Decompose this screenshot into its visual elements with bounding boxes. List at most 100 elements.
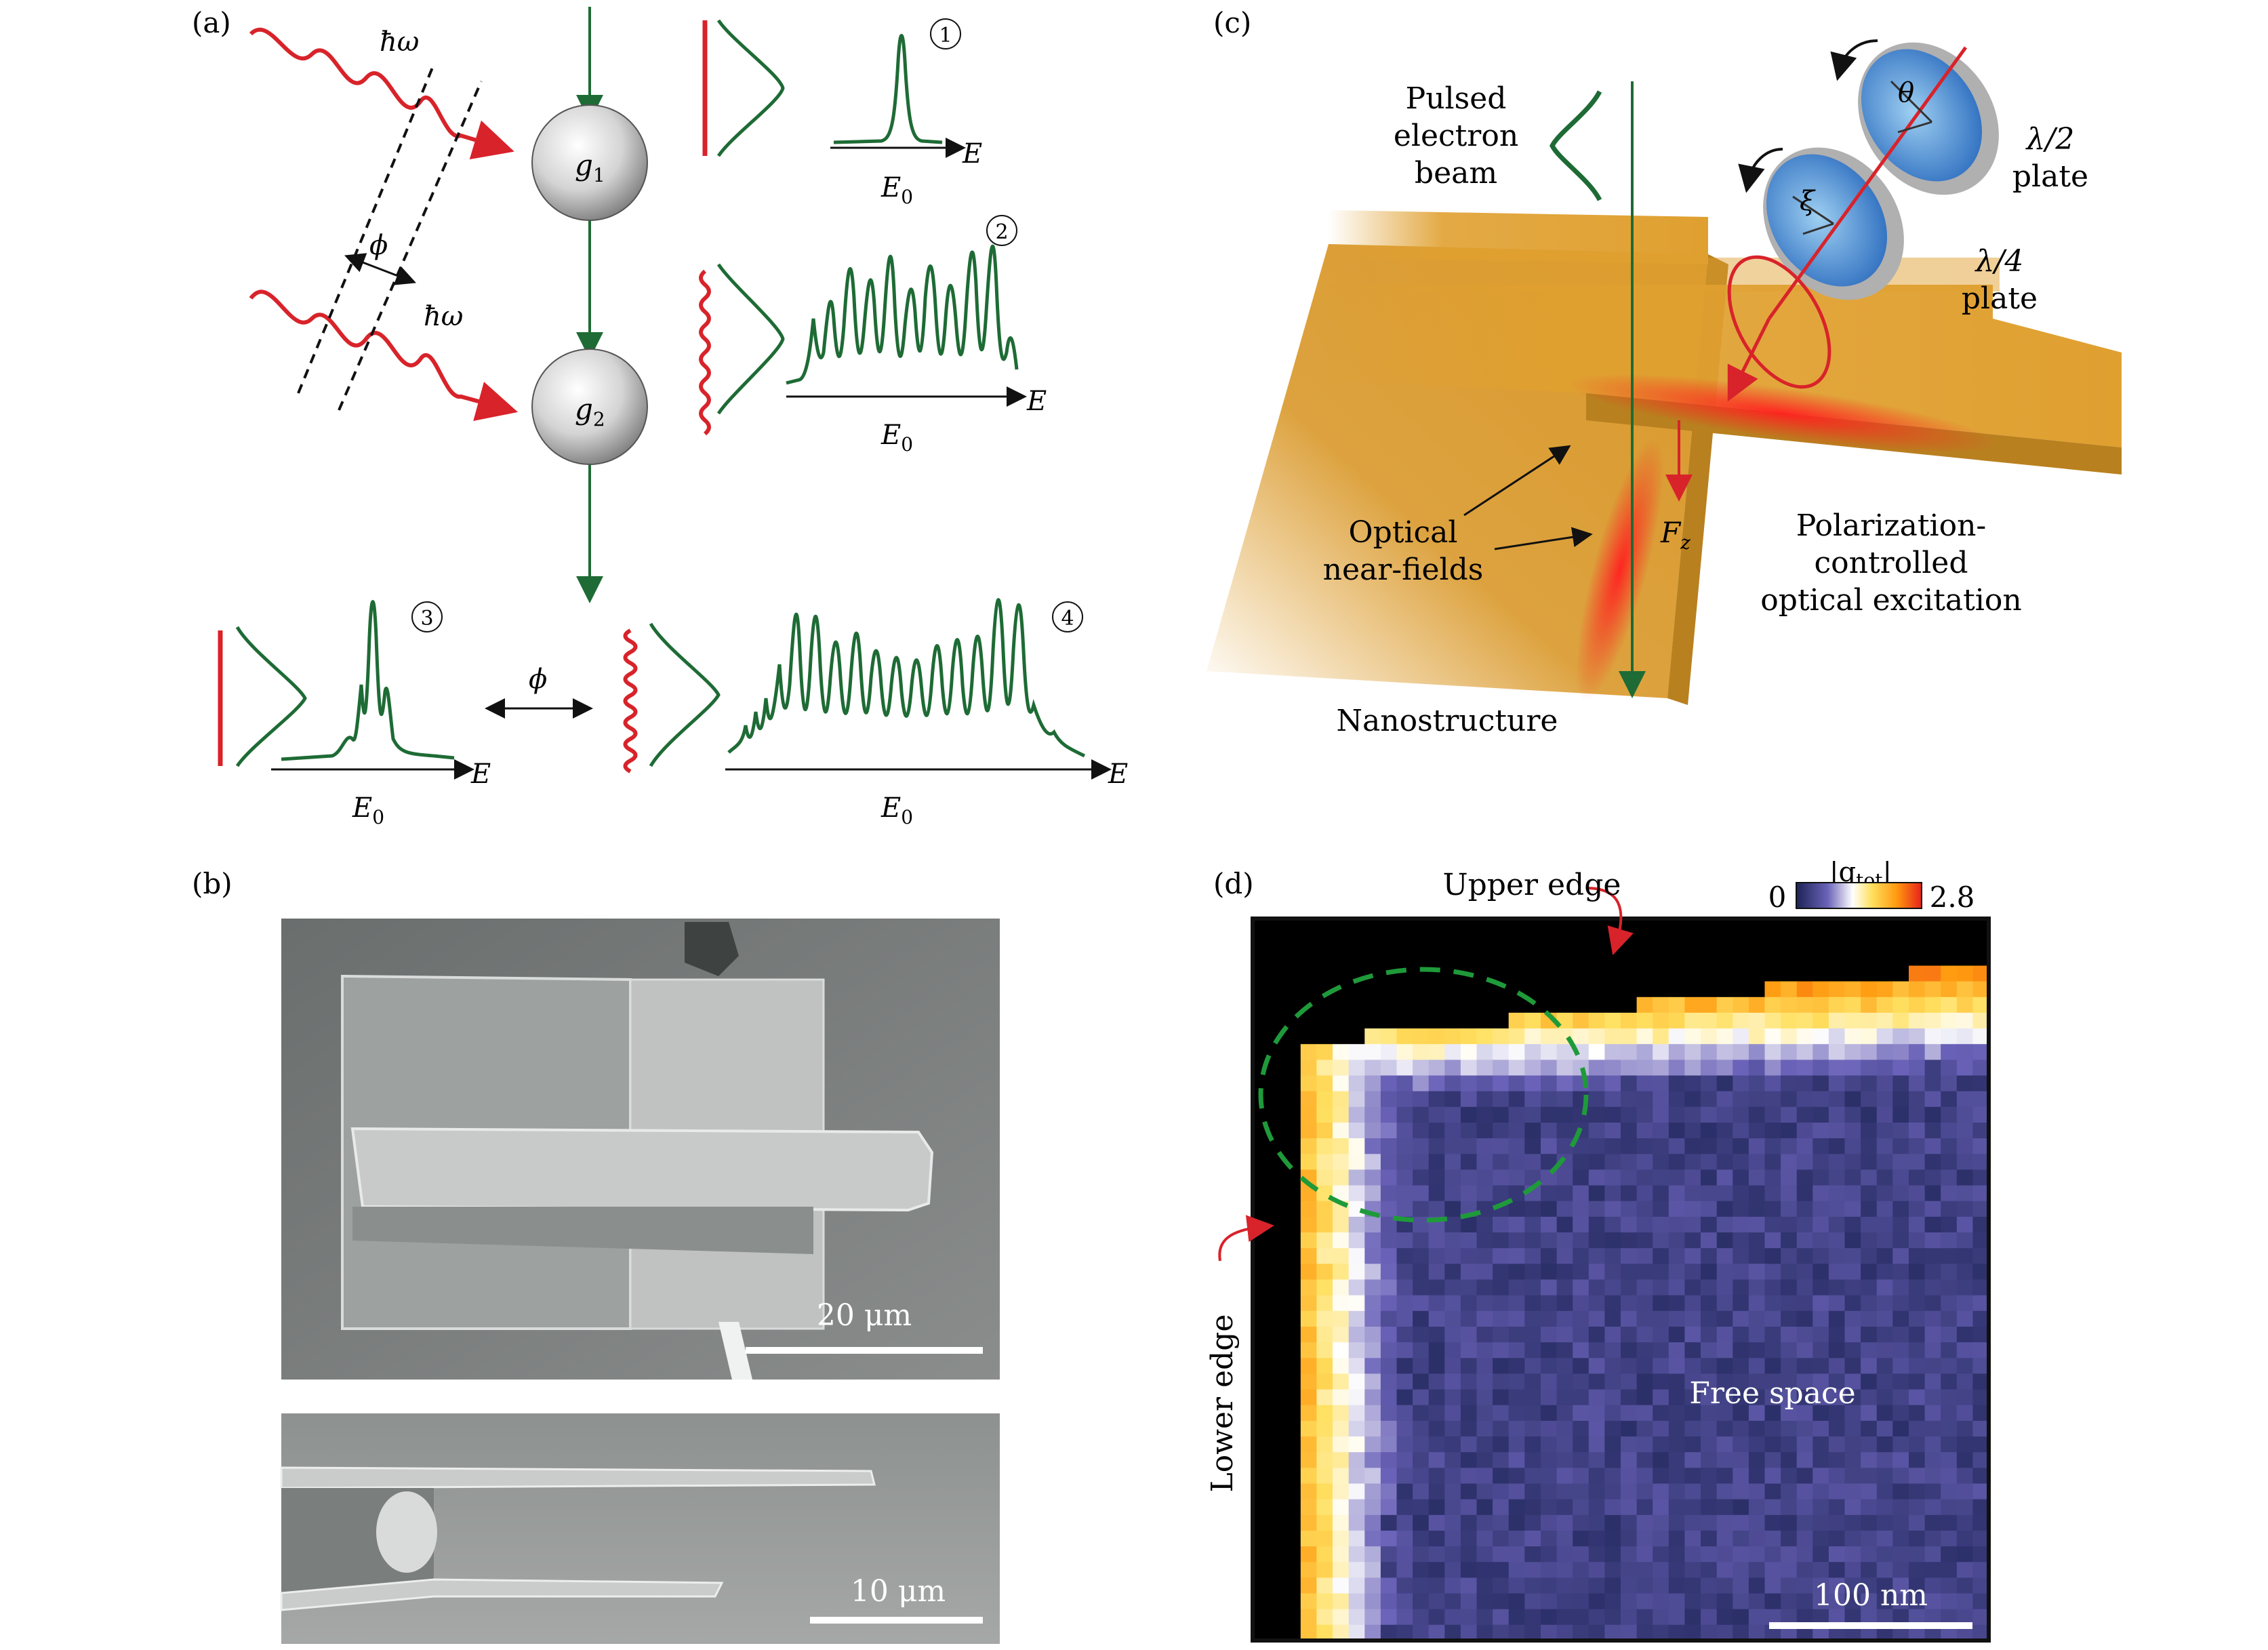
map-pixel: [1460, 1593, 1478, 1610]
map-pixel: [1524, 1279, 1541, 1296]
map-pixel: [1861, 1530, 1878, 1547]
map-pixel: [1573, 1138, 1589, 1154]
map-pixel: [1253, 981, 1270, 998]
map-pixel: [1460, 1483, 1478, 1500]
map-pixel: [1493, 1264, 1510, 1281]
map-pixel: [1541, 1405, 1558, 1422]
map-pixel: [1733, 1436, 1749, 1453]
map-pixel: [1668, 1295, 1685, 1312]
map-pixel: [1284, 1593, 1301, 1610]
map-pixel: [1861, 1327, 1878, 1343]
map-pixel: [1508, 934, 1525, 950]
map-pixel: [1796, 1593, 1813, 1610]
map-pixel: [1764, 1530, 1781, 1547]
map-pixel: [1781, 1123, 1798, 1139]
map-pixel: [1396, 1577, 1413, 1594]
map-pixel: [1556, 934, 1573, 950]
scalebar-bottom-label: 10 μm: [851, 1574, 946, 1609]
map-pixel: [1876, 934, 1893, 950]
half-wave-label-2: plate: [2012, 159, 2088, 194]
map-pixel: [1428, 1327, 1445, 1343]
map-pixel: [1524, 1091, 1541, 1108]
map-pixel: [1573, 1436, 1589, 1453]
map-pixel: [1508, 1373, 1525, 1390]
map-pixel: [1748, 1405, 1766, 1422]
map-pixel: [1972, 1546, 1989, 1563]
map-pixel: [1909, 1044, 1926, 1060]
map-pixel: [1396, 1530, 1413, 1547]
map-pixel: [1909, 997, 1926, 1013]
map-pixel: [1380, 1405, 1398, 1422]
map-pixel: [1413, 1358, 1430, 1375]
map-pixel: [1541, 1593, 1558, 1610]
map-pixel: [1268, 981, 1285, 998]
map-pixel: [1460, 1624, 1478, 1641]
map-pixel: [1701, 1577, 1718, 1594]
map-pixel: [1541, 934, 1558, 950]
map-pixel: [1556, 1499, 1573, 1516]
map-pixel: [1316, 950, 1333, 967]
map-pixel: [1508, 1405, 1525, 1422]
panel-a: (a) ħω ħω ϕ g1 g2 1 E E0: [0, 0, 1152, 834]
map-pixel: [1364, 1499, 1381, 1516]
map-pixel: [1348, 1169, 1365, 1186]
map-pixel: [1653, 950, 1669, 967]
map-pixel: [1556, 1138, 1573, 1154]
map-pixel: [1316, 1373, 1333, 1390]
map-pixel: [1476, 1075, 1493, 1092]
map-pixel: [1508, 1420, 1525, 1437]
half-wave-label-1: λ/2: [2025, 122, 2075, 157]
map-pixel: [1380, 1264, 1398, 1281]
map-pixel: [1333, 1232, 1350, 1249]
map-pixel: [1956, 1201, 1973, 1218]
map-pixel: [1972, 1624, 1989, 1641]
map-pixel: [1556, 919, 1573, 935]
map-pixel: [1460, 950, 1478, 967]
map-pixel: [1428, 1373, 1445, 1390]
map-pixel: [1796, 1201, 1813, 1218]
map-pixel: [1924, 1248, 1941, 1264]
map-pixel: [1972, 1593, 1989, 1610]
map-pixel: [1748, 1468, 1766, 1485]
map-pixel: [1813, 1060, 1829, 1076]
map-pixel: [1972, 1075, 1989, 1092]
map-pixel: [1396, 1060, 1413, 1076]
map-pixel: [1253, 1106, 1270, 1123]
map-pixel: [1253, 1405, 1270, 1422]
map-pixel: [1764, 1310, 1781, 1327]
map-pixel: [1668, 1169, 1685, 1186]
map-pixel: [1781, 950, 1798, 967]
map-pixel: [1364, 1530, 1381, 1547]
map-pixel: [1636, 1232, 1653, 1249]
map-pixel: [1541, 997, 1558, 1013]
map-pixel: [1493, 965, 1510, 982]
map-pixel: [1268, 1546, 1285, 1563]
map-pixel: [1444, 1248, 1461, 1264]
map-pixel: [1284, 997, 1301, 1013]
map-pixel: [1493, 1609, 1510, 1626]
map-pixel: [1653, 1169, 1669, 1186]
map-pixel: [1316, 1405, 1333, 1422]
map-pixel: [1493, 1044, 1510, 1060]
map-pixel: [1413, 997, 1430, 1013]
map-pixel: [1636, 1279, 1653, 1296]
map-pixel: [1764, 1609, 1781, 1626]
map-pixel: [1828, 1436, 1846, 1453]
map-pixel: [1493, 1216, 1510, 1233]
map-pixel: [1764, 965, 1781, 982]
map-pixel: [1493, 1028, 1510, 1045]
map-pixel: [1941, 1295, 1958, 1312]
map-pixel: [1941, 1452, 1958, 1468]
map-pixel: [1253, 1264, 1270, 1281]
map-pixel: [1844, 1405, 1861, 1422]
map-pixel: [1604, 1405, 1621, 1422]
map-pixel: [1861, 1468, 1878, 1485]
map-pixel: [1316, 1483, 1333, 1500]
map-pixel: [1781, 1389, 1798, 1406]
map-pixel: [1701, 1373, 1718, 1390]
map-pixel: [1733, 1499, 1749, 1516]
map-pixel: [1668, 1405, 1685, 1422]
map-pixel: [1588, 997, 1605, 1013]
map-pixel: [1396, 1310, 1413, 1327]
map-pixel: [1604, 1327, 1621, 1343]
